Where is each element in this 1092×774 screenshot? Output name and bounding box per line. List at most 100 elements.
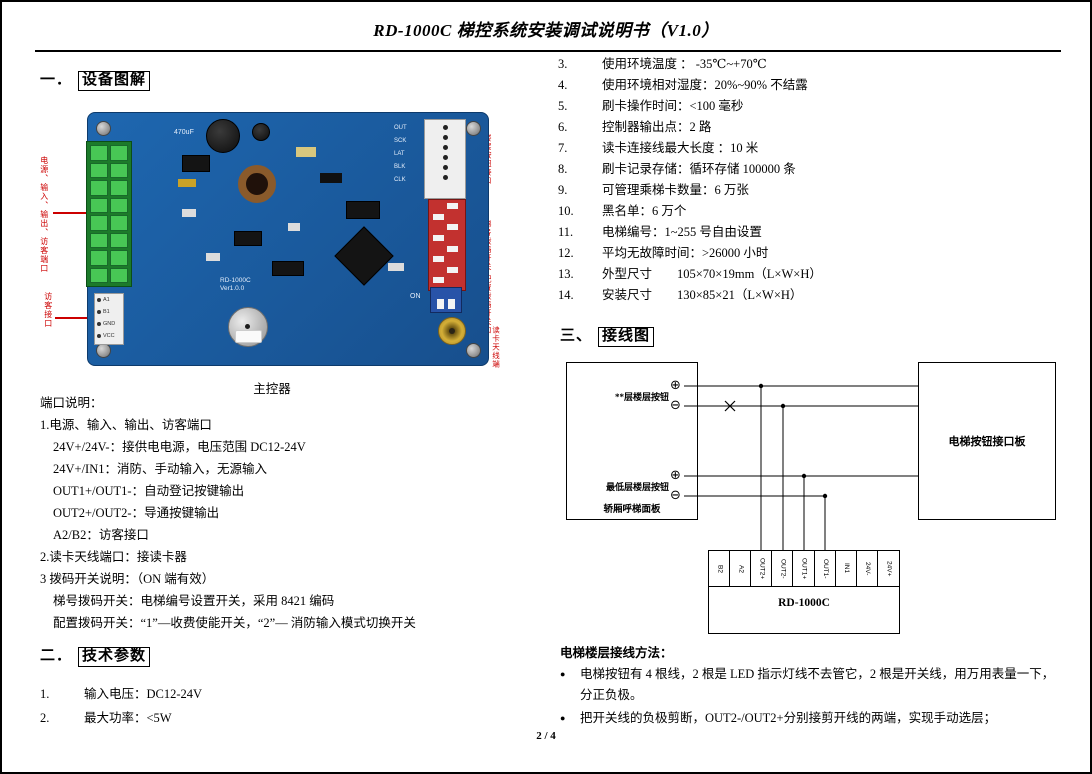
pin-icon — [442, 135, 448, 140]
component-icon — [206, 253, 220, 261]
terminal: B2 — [709, 551, 731, 586]
pin-icon — [442, 165, 448, 170]
param-number: 13. — [558, 267, 574, 281]
pin-label: CLK — [394, 177, 406, 183]
page-title: RD-1000C 梯控系统安装调试说明书（V1.0） — [373, 21, 719, 40]
annotation-visitor-port: 访客接口 — [43, 292, 53, 328]
section1-heading: 一．设备图解 — [40, 68, 151, 91]
component-icon — [320, 173, 342, 183]
pin-label: SCK — [394, 138, 407, 144]
terminal-strip: B2 A2 OUT2+ OUT2- OUT1+ OUT1- IN1 24V- 2… — [709, 551, 899, 587]
section3-title: 接线图 — [598, 327, 655, 347]
param-number: 7. — [558, 141, 568, 155]
dip-toggle — [433, 277, 444, 284]
param-text: 读卡连接线最大长度 ：10 米 — [602, 141, 759, 155]
regulator-icon — [182, 155, 210, 172]
component-icon — [288, 223, 300, 231]
terminal-cell — [90, 180, 108, 196]
cabin-call-panel-box: **层楼层按钮 最低层楼层按钮 轿厢呼梯面板 — [566, 362, 698, 520]
board-caption: 主控器 — [253, 382, 291, 396]
param-text: 输入电压：DC12-24V — [84, 687, 203, 701]
param-row: 12.平均无故障时间：>26000 小时 — [558, 243, 1064, 264]
pin-label: BLK — [394, 164, 406, 170]
power-io-terminal-block — [86, 141, 132, 287]
pcb-board: A1 B1 GND VCC 470uF RD-1000C Ver1.0.0 — [86, 112, 489, 366]
terminal-cell — [110, 197, 128, 213]
terminal-cell — [90, 145, 108, 161]
dip-toggle — [447, 203, 458, 209]
bullet-icon: ● — [560, 669, 566, 679]
param-row: 7. 读卡连接线最大长度 ：10 米 — [558, 138, 1064, 159]
pin-label: VCC — [103, 333, 115, 339]
wiring-method-title: 电梯楼层接线方法： — [560, 646, 673, 660]
port-line: OUT2+/OUT2-：导通按键输出 — [53, 506, 220, 520]
reader-connector: A1 B1 GND VCC — [94, 293, 124, 345]
param-row: 10.黑名单：6 万个 — [558, 201, 1064, 222]
minus-terminal-icon: ⊖ — [670, 488, 681, 503]
wiring-lines — [684, 383, 918, 550]
plus-terminal-icon: ⊕ — [670, 468, 681, 483]
param-number: 4. — [558, 78, 568, 92]
pin-label: LAT — [394, 151, 405, 157]
annotation-power-ports: 电源、输入、输出、访客端口 — [39, 156, 49, 273]
bullet-text: 把开关线的负极剪断，OUT2-/OUT2+分别接剪开线的两端，实现手动选层； — [580, 711, 997, 725]
param-row: 1. 输入电压：DC12-24V — [40, 684, 540, 705]
port-line: 24V+/24V-：接供电电源，电压范围 DC12-24V — [53, 440, 306, 454]
controller-label: RD-1000C — [778, 597, 830, 609]
param-row: 9.可管理乘梯卡数量：6 万张 — [558, 180, 1064, 201]
screw-icon — [466, 121, 481, 136]
param-row: 13.外型尺寸 105×70×19mm（L×W×H） — [558, 264, 1064, 285]
annotation-line — [53, 212, 107, 214]
wiring-bullet: ● 电梯按钮有 4 根线，2 根是 LED 指示灯线不去管它，2 根是开关线，用… — [560, 664, 1062, 706]
ic-chip — [272, 261, 304, 276]
pin-label: OUT — [394, 125, 407, 131]
param-text: 刷卡操作时间：<100 毫秒 — [602, 99, 744, 113]
component-icon — [296, 147, 316, 157]
section2-title: 技术参数 — [78, 647, 151, 667]
dip-toggle — [433, 256, 444, 263]
section2-heading: 二． 技术参数 — [40, 644, 151, 667]
param-number: 10. — [558, 204, 574, 218]
section1-title: 设备图解 — [78, 71, 151, 91]
terminal-cell — [110, 267, 128, 283]
section3-heading: 三、接线图 — [560, 324, 655, 347]
terminal: A2 — [730, 551, 752, 586]
port-line: 24V+/IN1：消防、手动输入，无源输入 — [53, 462, 267, 476]
param-number: 6. — [558, 120, 568, 134]
pin-icon — [442, 175, 448, 180]
param-number: 3. — [558, 57, 568, 71]
port-line: 3 拨码开关说明：（ON 端有效） — [40, 572, 215, 586]
pin-label: A1 — [103, 297, 110, 303]
dip-toggle — [448, 299, 455, 309]
wiring-method-list: ● 电梯按钮有 4 根线，2 根是 LED 指示灯线不去管它，2 根是开关线，用… — [560, 664, 1062, 731]
terminal: 24V+ — [885, 560, 893, 577]
pin-icon — [442, 125, 448, 130]
port-line: 梯号拨码开关：电梯编号设置开关，采用 8421 编码 — [53, 594, 335, 608]
terminal-cell — [110, 215, 128, 231]
param-number: 2. — [40, 711, 50, 725]
plus-terminal-icon: ⊕ — [670, 378, 681, 393]
main-ic-chip — [334, 226, 394, 286]
floor-button-label: **层楼层按钮 — [614, 392, 669, 402]
dip-toggle — [433, 234, 444, 241]
param-text: 电梯编号：1~255 号自由设置 — [602, 225, 762, 239]
terminal-cell — [90, 215, 108, 231]
param-text: 可管理乘梯卡数量：6 万张 — [602, 183, 749, 197]
param-row: 8.刷卡记录存储：循环存储 100000 条 — [558, 159, 1064, 180]
capacitor-icon — [252, 123, 270, 141]
terminal: OUT2+ — [751, 551, 773, 586]
pin-icon — [97, 322, 101, 326]
section2-number: 二． — [40, 648, 73, 664]
screw-icon — [96, 343, 111, 358]
capacitor-silk-label: 470uF — [174, 129, 194, 136]
tech-params-right: 3.使用环境温度 ： -35℃~+70℃ 4.使用环境相对湿度：20%~90% … — [558, 54, 1064, 306]
port-line: 1.电源、输入、输出、访客端口 — [40, 418, 212, 432]
param-text: 使用环境相对湿度：20%~90% 不结露 — [602, 78, 808, 92]
interface-board-box: 电梯按钮接口板 — [918, 362, 1056, 520]
param-row: 5.刷卡操作时间：<100 毫秒 — [558, 96, 1064, 117]
board-model: RD-1000C — [220, 277, 251, 284]
capacitor-icon — [206, 119, 240, 153]
bullet-text: 电梯按钮有 4 根线，2 根是 LED 指示灯线不去管它，2 根是开关线，用万用… — [580, 667, 1055, 702]
port-line: 端口说明： — [40, 396, 103, 410]
terminal: OUT2- — [772, 551, 794, 586]
